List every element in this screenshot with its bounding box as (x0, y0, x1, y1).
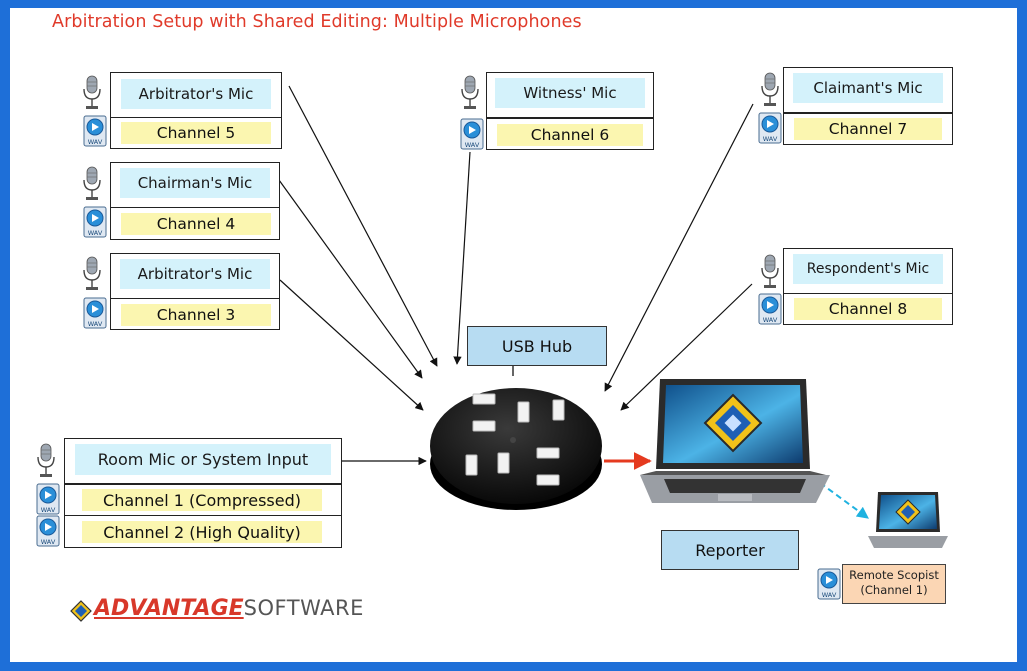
connector-arbitrator-5 (288, 85, 438, 367)
channel-label: Channel 1 (Compressed) (82, 489, 322, 511)
svg-text:WAV: WAV (763, 135, 778, 143)
company-logo: ADVANTAGESOFTWARE (94, 596, 364, 621)
microphone-icon (760, 254, 780, 290)
wav-file-icon: WAV (35, 483, 61, 515)
channel-label: Channel 3 (121, 304, 271, 326)
channel-label: Channel 7 (794, 118, 942, 140)
connector-chairman-4 (278, 179, 423, 379)
logo-brand: ADVANTAGE (94, 596, 244, 621)
microphone-icon (82, 256, 102, 292)
mic-label: Witness' Mic (495, 78, 645, 108)
connector-witness-6 (453, 151, 471, 365)
diamond-logo-icon (70, 600, 92, 622)
mic-label: Claimant's Mic (793, 73, 943, 103)
channel-label: Channel 5 (121, 122, 271, 144)
microphone-icon (460, 75, 480, 111)
wav-file-icon: WAV (82, 206, 108, 238)
mic-label: Respondent's Mic (793, 254, 943, 284)
wav-file-icon: WAV (82, 115, 108, 147)
logo-suffix: SOFTWARE (243, 596, 364, 620)
microphone-icon (760, 72, 780, 108)
remote-scopist-box: Remote Scopist (Channel 1) (842, 564, 946, 604)
scopist-title: Remote Scopist (849, 568, 939, 582)
connector-claimant-7 (604, 103, 754, 392)
diagram-title: Arbitration Setup with Shared Editing: M… (52, 12, 582, 32)
connector-respondent-8 (620, 283, 753, 411)
mic-label: Room Mic or System Input (75, 444, 331, 475)
channel-label: Channel 6 (497, 124, 643, 146)
channel-label: Channel 8 (794, 298, 942, 320)
mic-label: Arbitrator's Mic (120, 259, 270, 289)
laptop-icon (868, 490, 948, 550)
svg-text:WAV: WAV (41, 506, 56, 514)
usb-hub-icon (426, 372, 606, 514)
svg-text:WAV: WAV (88, 229, 103, 237)
wav-file-icon: WAV (757, 293, 783, 325)
connector-arbitrator-3 (279, 279, 424, 411)
channel-label: Channel 4 (121, 213, 271, 235)
svg-text:WAV: WAV (822, 591, 837, 599)
channel-label: Channel 2 (High Quality) (82, 521, 322, 543)
laptop-icon (640, 375, 830, 510)
reporter-label: Reporter (661, 530, 799, 570)
svg-text:WAV: WAV (88, 320, 103, 328)
svg-text:WAV: WAV (465, 141, 480, 149)
svg-text:WAV: WAV (41, 538, 56, 546)
wav-file-icon: WAV (459, 118, 485, 150)
wav-file-icon: WAV (757, 112, 783, 144)
microphone-icon (82, 75, 102, 111)
wav-file-icon: WAV (816, 568, 842, 600)
microphone-icon (36, 443, 56, 479)
mic-label: Chairman's Mic (120, 168, 270, 198)
scopist-channel: (Channel 1) (860, 583, 928, 597)
microphone-icon (82, 166, 102, 202)
wav-file-icon: WAV (82, 297, 108, 329)
mic-label: Arbitrator's Mic (121, 79, 271, 109)
svg-text:WAV: WAV (763, 316, 778, 324)
svg-text:WAV: WAV (88, 138, 103, 146)
usb-hub-label: USB Hub (467, 326, 607, 366)
wav-file-icon: WAV (35, 515, 61, 547)
